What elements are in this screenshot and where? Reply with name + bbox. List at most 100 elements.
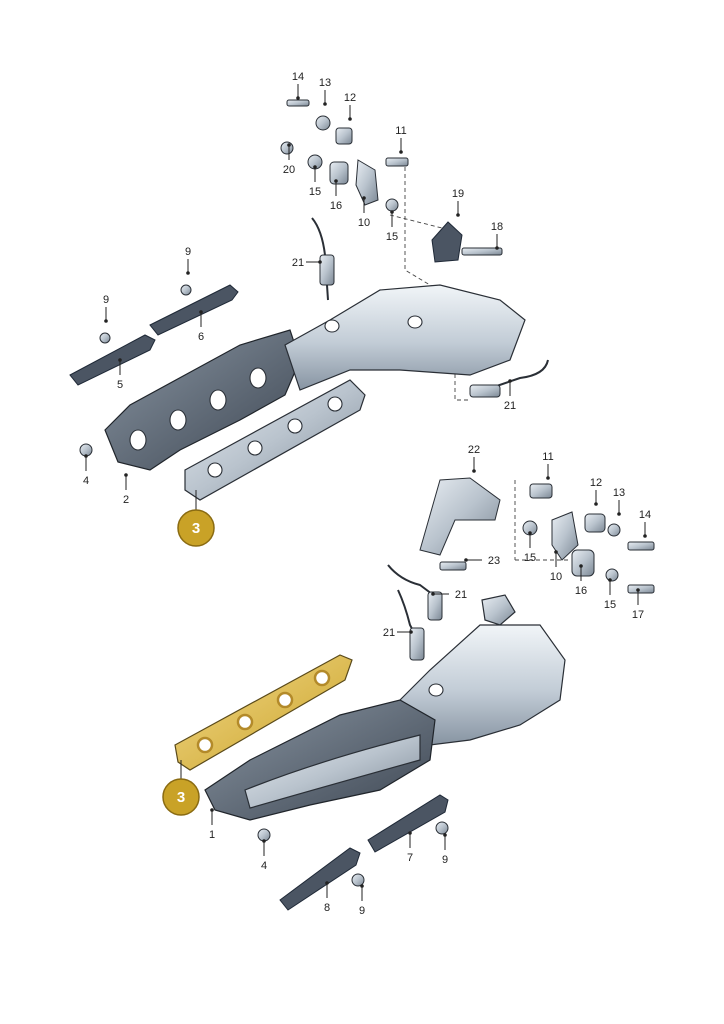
bolt-23 — [439, 561, 467, 571]
upper-callout-18: 18 — [491, 221, 503, 233]
heat-shield-7 — [367, 794, 449, 853]
lower-callout-21: 21 — [383, 627, 395, 639]
nut-9-b — [99, 332, 111, 344]
lower-leader-dot-21 — [431, 592, 435, 596]
lower-leader-dot-4 — [262, 839, 266, 843]
lower-callout-1: 1 — [209, 829, 215, 841]
bolt-18 — [461, 247, 503, 256]
upper-leader-dot-9 — [104, 319, 108, 323]
lower-leader-dot-22 — [472, 469, 476, 473]
lower-callout-7: 7 — [407, 852, 413, 864]
lower-manifold-gasket-highlighted — [174, 654, 353, 771]
upper-callout-10: 10 — [358, 217, 370, 229]
spring-12 — [335, 127, 353, 145]
highlight-badge-upper-label: 3 — [192, 520, 200, 537]
lower-leader-dot-14 — [643, 534, 647, 538]
upper-callout-2: 2 — [123, 494, 129, 506]
lower-callout-14: 14 — [639, 509, 651, 521]
bushing-20 — [280, 141, 294, 155]
upper-leader-dot-18 — [495, 246, 499, 250]
upper-leader-dot-13 — [323, 102, 327, 106]
lower-leader-dot-15 — [608, 578, 612, 582]
lower-leader-dot-15 — [528, 531, 532, 535]
bushing-15-lower-b — [605, 568, 619, 582]
upper-callout-20: 20 — [283, 164, 295, 176]
upper-leader-dot-6 — [199, 310, 203, 314]
upper-callout-21: 21 — [504, 400, 516, 412]
upper-callout-5: 5 — [117, 379, 123, 391]
heat-shield-6 — [149, 284, 239, 336]
upper-callout-21: 21 — [292, 257, 304, 269]
bolt-14-lower — [627, 541, 655, 551]
spacer-16-lower — [571, 549, 595, 577]
nut-9-lower-b — [351, 873, 365, 887]
upper-catalytic-converter — [284, 284, 526, 391]
lower-leader-dot-12 — [594, 502, 598, 506]
lower-callout-21: 21 — [455, 589, 467, 601]
bushing-15-b — [385, 198, 399, 212]
highlight-badge-lower[interactable]: 3 — [162, 760, 200, 816]
nut-9-a — [180, 284, 192, 296]
lower-leader-dot-9 — [443, 833, 447, 837]
upper-leader-dot-15 — [390, 210, 394, 214]
lower-callout-22: 22 — [468, 444, 480, 456]
upper-leader-dot-11 — [399, 150, 403, 154]
upper-manifold-gasket — [184, 379, 366, 501]
bolt-11 — [385, 157, 409, 167]
lower-leader-dot-17 — [636, 588, 640, 592]
washer-13-lower — [607, 523, 621, 537]
washer-13 — [315, 115, 331, 131]
spring-12-lower — [584, 513, 606, 533]
heat-shield-5 — [69, 334, 156, 386]
upper-assembly — [69, 99, 549, 501]
upper-callout-12: 12 — [344, 92, 356, 104]
upper-leader-dot-20 — [287, 143, 291, 147]
lower-leader-dot-21 — [409, 630, 413, 634]
upper-leader-dot-12 — [348, 117, 352, 121]
oxygen-sensor-21-b — [484, 359, 549, 391]
lower-leader-dot-1 — [210, 808, 214, 812]
lower-callout-13: 13 — [613, 487, 625, 499]
upper-leader-dot-15 — [313, 165, 317, 169]
lower-leader-dot-16 — [579, 564, 583, 568]
upper-leader-dot-21 — [318, 260, 322, 264]
bolt-14 — [286, 99, 310, 107]
upper-leader-dot-5 — [118, 358, 122, 362]
upper-callout-16: 16 — [330, 200, 342, 212]
upper-leader-dot-4 — [84, 454, 88, 458]
lower-callout-15: 15 — [524, 552, 536, 564]
bolt-17 — [627, 584, 655, 594]
lower-callout-17: 17 — [632, 609, 644, 621]
highlight-badge-upper[interactable]: 3 — [177, 490, 215, 547]
oxygen-sensor-21-d — [397, 589, 419, 641]
lower-leader-dot-9 — [360, 884, 364, 888]
lower-leader-dot-10 — [554, 550, 558, 554]
upper-callout-14: 14 — [292, 71, 304, 83]
lower-callout-15: 15 — [604, 599, 616, 611]
lower-callout-12: 12 — [590, 477, 602, 489]
lower-assembly — [174, 477, 655, 911]
bracket-10-lower — [551, 511, 579, 561]
upper-leader-dot-10 — [362, 196, 366, 200]
oxygen-sensor-21-c — [387, 564, 441, 601]
heat-shield-8 — [279, 847, 361, 911]
lower-callout-8: 8 — [324, 902, 330, 914]
lower-catalytic-converter — [399, 624, 566, 746]
upper-callout-4: 4 — [83, 475, 89, 487]
upper-leader-dot-16 — [334, 179, 338, 183]
bracket-19 — [431, 221, 463, 263]
upper-callout-19: 19 — [452, 188, 464, 200]
lower-callout-4: 4 — [261, 860, 267, 872]
upper-leader-dot-21 — [508, 379, 512, 383]
bracket-10 — [355, 159, 379, 206]
bracket-22 — [419, 477, 501, 556]
upper-callout-9: 9 — [185, 246, 191, 258]
upper-callout-11: 11 — [395, 125, 406, 137]
lower-callout-16: 16 — [575, 585, 587, 597]
upper-callout-9: 9 — [103, 294, 109, 306]
lower-callout-11: 11 — [542, 451, 553, 463]
lower-callout-9: 9 — [442, 854, 448, 866]
upper-callout-13: 13 — [319, 77, 331, 89]
lower-callout-10: 10 — [550, 571, 562, 583]
